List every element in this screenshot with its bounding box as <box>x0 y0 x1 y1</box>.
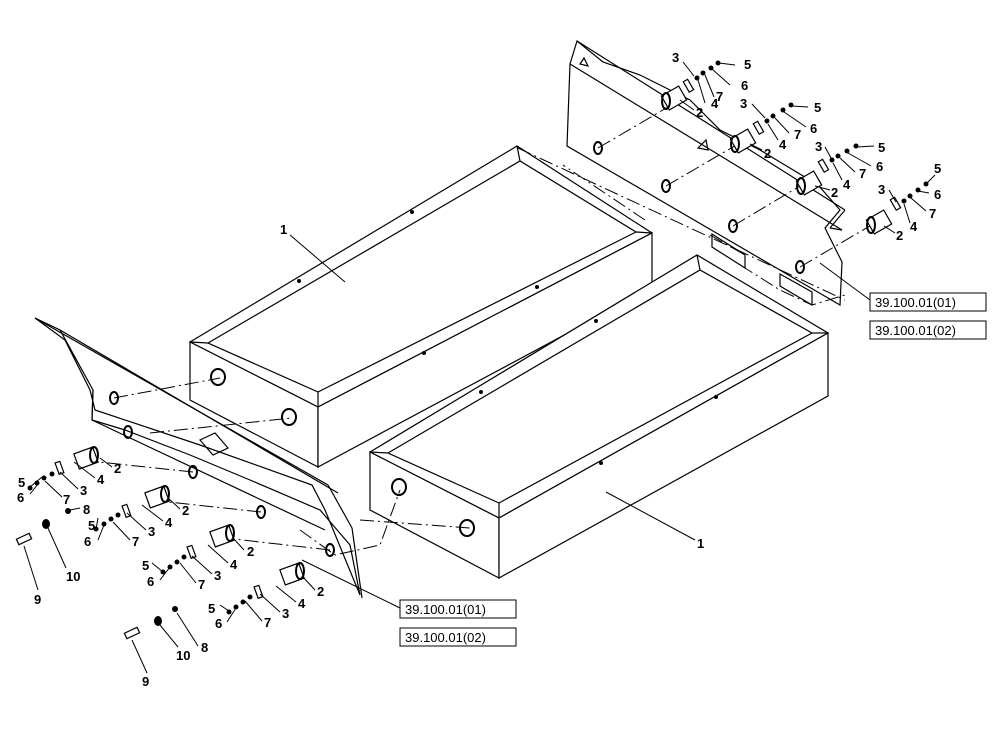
callout-r-mid-4: 4 <box>843 177 851 192</box>
callout-r-upper-b-5: 5 <box>814 100 821 115</box>
callout-r-mid-3: 3 <box>815 139 822 154</box>
fitting-c <box>795 143 859 196</box>
reference-boxes: 39.100.01(01) 39.100.01(02) 39.100.01(01… <box>399 292 987 647</box>
callout-r-upper-a-5: 5 <box>744 57 751 72</box>
callout-l-a-5: 5 <box>18 475 25 490</box>
fitting-f <box>93 485 170 532</box>
callout-r-upper-b-7: 7 <box>794 127 801 142</box>
callout-l-b-2: 2 <box>182 503 189 518</box>
lower-tank <box>368 254 830 580</box>
callout-l-a-7: 7 <box>63 492 70 507</box>
callout-r-low-5: 5 <box>934 161 941 176</box>
bolt-washer-lower <box>123 606 178 640</box>
callout-r-upper-a-6: 6 <box>741 78 748 93</box>
reference-right-1: 39.100.01(01) <box>875 295 956 310</box>
callout-r-low-3: 3 <box>878 182 885 197</box>
callout-l-d-4: 4 <box>298 596 306 611</box>
callout-bolt-left-9: 9 <box>34 592 41 607</box>
right-mounting-bracket <box>566 39 846 307</box>
left-fitting-assemblies <box>15 446 316 674</box>
reference-left-1: 39.100.01(01) <box>405 602 486 617</box>
callout-l-c-3: 3 <box>214 568 221 583</box>
callout-l-c-7: 7 <box>198 577 205 592</box>
callout-l-b-4: 4 <box>165 515 173 530</box>
callout-r-upper-b-2: 2 <box>764 146 771 161</box>
fitting-a <box>660 60 721 111</box>
callout-l-c-5: 5 <box>142 558 149 573</box>
callout-washer-low-10: 10 <box>176 648 190 663</box>
callout-r-upper-a-3: 3 <box>672 50 679 65</box>
fitting-h <box>226 562 305 615</box>
callout-r-mid-5: 5 <box>878 140 885 155</box>
upper-tank <box>188 145 654 469</box>
callout-r-low-2: 2 <box>896 228 903 243</box>
callout-r-upper-b-6: 6 <box>810 121 817 136</box>
fitting-d <box>865 181 929 235</box>
bolt-washer-left <box>15 508 71 546</box>
callout-washer-low-8: 8 <box>201 640 208 655</box>
callout-l-a-3: 3 <box>80 483 87 498</box>
callout-bolt-low-9: 9 <box>142 674 149 689</box>
callout-l-d-5: 5 <box>208 601 215 616</box>
callout-l-a-8: 8 <box>83 502 90 517</box>
callout-labels: 1 1 3 5 6 7 4 2 3 5 6 7 4 2 3 5 6 7 4 2 … <box>17 50 941 689</box>
callout-l-a-4: 4 <box>97 472 105 487</box>
callout-r-upper-b-3: 3 <box>740 96 747 111</box>
callout-r-low-6: 6 <box>934 187 941 202</box>
callout-l-b-5: 5 <box>88 518 95 533</box>
callout-l-c-4: 4 <box>230 557 238 572</box>
fitting-e <box>27 446 99 491</box>
callout-washer-left-10: 10 <box>66 569 80 584</box>
callout-r-mid-6: 6 <box>876 159 883 174</box>
callout-r-upper-a-2: 2 <box>696 105 703 120</box>
callout-l-b-3: 3 <box>148 524 155 539</box>
right-fitting-assemblies <box>660 60 936 235</box>
callout-r-low-7: 7 <box>929 206 936 221</box>
callout-tank-upper: 1 <box>280 222 287 237</box>
callout-l-d-7: 7 <box>264 615 271 630</box>
callout-l-b-7: 7 <box>132 534 139 549</box>
callout-l-c-6: 6 <box>147 574 154 589</box>
callout-r-low-4: 4 <box>910 219 918 234</box>
callout-l-a-2: 2 <box>114 461 121 476</box>
left-mounting-bracket <box>34 317 363 599</box>
reference-left-2: 39.100.01(02) <box>405 630 486 645</box>
reference-right-2: 39.100.01(02) <box>875 323 956 338</box>
callout-l-b-6: 6 <box>84 534 91 549</box>
callout-r-upper-b-4: 4 <box>779 137 787 152</box>
callout-l-d-3: 3 <box>282 606 289 621</box>
callout-l-c-2: 2 <box>247 544 254 559</box>
callout-r-mid-2: 2 <box>831 185 838 200</box>
callout-l-d-6: 6 <box>215 616 222 631</box>
callout-l-d-2: 2 <box>317 584 324 599</box>
callout-l-a-6: 6 <box>17 490 24 505</box>
callout-r-upper-a-4: 4 <box>711 96 719 111</box>
callout-r-upper-a-7: 7 <box>716 89 723 104</box>
callout-r-mid-7: 7 <box>859 166 866 181</box>
callout-tank-lower: 1 <box>697 536 704 551</box>
fitting-g <box>160 524 235 575</box>
